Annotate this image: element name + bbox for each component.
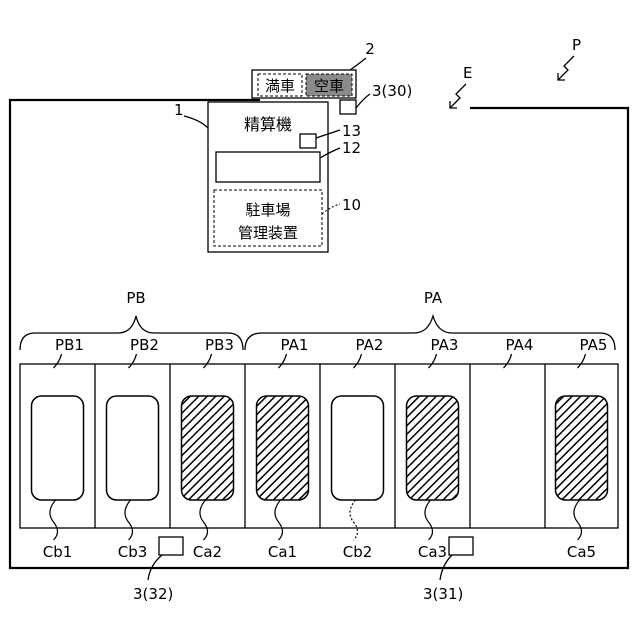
parking-space-pa1: PA1Ca1 [245,336,309,561]
parking-space-pa2: PA2Cb2 [320,336,384,561]
group-pa-label: PA [424,289,443,307]
sensor-31-label: 3(31) [423,585,463,603]
sign-ref: 2 [365,40,375,58]
small-box-ref: 13 [342,122,361,140]
parking-arrow: P [558,36,581,80]
parking-spaces: PB1Cb1PB2Cb3PB3Ca2PA1Ca1PA2Cb2PA3Ca3PA4P… [32,336,608,561]
car-ca2 [182,396,234,500]
space-label: PA1 [281,336,309,354]
parking-label: P [572,36,581,54]
lot-boundary [10,100,628,568]
space-label: PA4 [506,336,534,354]
full-empty-sign: 満車 空車 2 [252,40,375,98]
car-label: Cb1 [43,543,73,561]
payment-machine: 1 精算機 13 12 駐車場 管理装置 10 [174,101,361,252]
sensor-30-label: 3(30) [372,82,412,100]
group-pb-label: PB [126,289,145,307]
machine-ref: 1 [174,101,184,119]
parking-space-pa4: PA4 [470,336,533,528]
car-label: Ca2 [193,543,222,561]
entrance-label: E [463,64,472,82]
manager-line1: 駐車場 [245,201,290,219]
car-ca5 [556,396,608,500]
parking-space-pa5: PA5Ca5 [545,336,608,561]
car-ca3 [407,396,459,500]
car-label: Ca1 [268,543,297,561]
parking-space-pb3: PB3Ca2 [170,336,234,561]
car-cb2 [332,396,384,500]
space-label: PA3 [431,336,459,354]
manager-ref: 10 [342,196,361,214]
parking-space-pb2: PB2Cb3 [95,336,159,561]
space-label: PB1 [55,336,84,354]
empty-label: 空車 [314,77,344,95]
full-label: 満車 [265,77,295,95]
space-label: PA2 [356,336,384,354]
machine-title: 精算機 [244,115,292,134]
car-label: Ca3 [418,543,447,561]
car-label: Cb2 [343,543,373,561]
display-12 [216,152,320,182]
space-label: PB3 [205,336,234,354]
parking-space-pa3: PA3Ca3 [395,336,459,561]
parking-space-pb1: PB1Cb1 [32,336,84,561]
space-label: PB2 [130,336,159,354]
space-label: PA5 [580,336,608,354]
sensor-32-label: 3(32) [133,585,173,603]
display-ref: 12 [342,139,361,157]
entrance-arrow: E [450,64,472,108]
car-label: Ca5 [567,543,596,561]
car-cb1 [32,396,84,500]
manager-line2: 管理装置 [238,224,298,242]
car-ca1 [257,396,309,500]
car-cb3 [107,396,159,500]
small-box-13 [300,134,316,148]
car-label: Cb3 [118,543,148,561]
